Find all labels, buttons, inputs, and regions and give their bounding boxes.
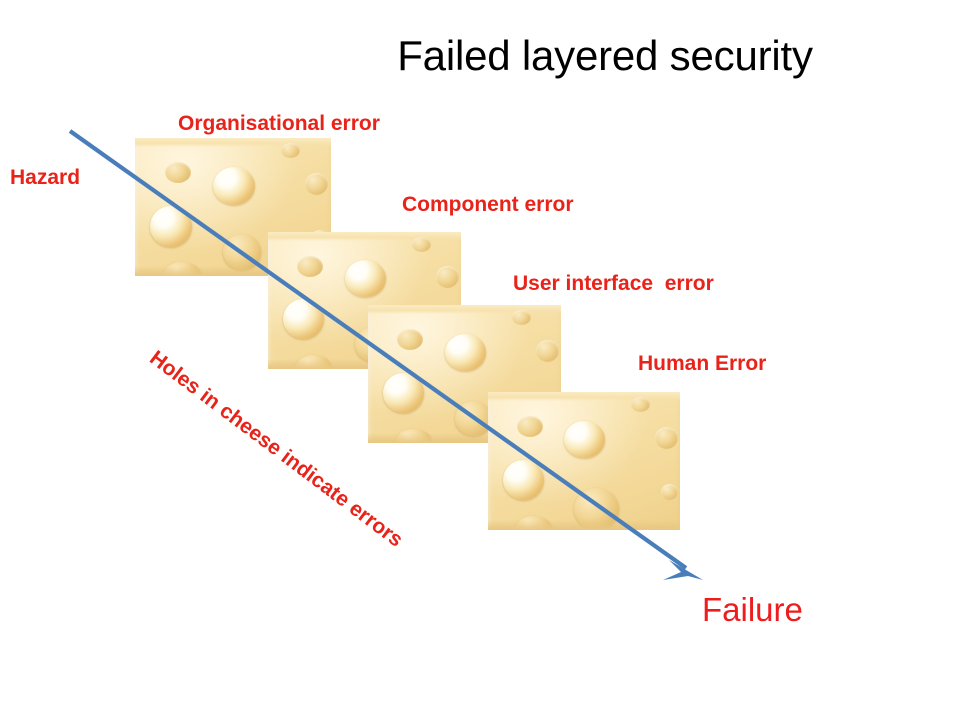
cheese-hole bbox=[517, 416, 543, 437]
cheese-hole bbox=[436, 266, 459, 288]
cheese-hole bbox=[515, 516, 552, 530]
cheese-hole bbox=[213, 167, 255, 205]
label-user-interface-error: User interface error bbox=[513, 272, 714, 295]
label-hazard: Hazard bbox=[10, 166, 81, 189]
cheese-hole bbox=[631, 397, 650, 412]
page-title: Failed layered security bbox=[397, 32, 813, 79]
cheese-hole bbox=[564, 421, 605, 458]
cheese-hole bbox=[445, 334, 486, 371]
cheese-slice-human bbox=[488, 392, 680, 530]
cheese-hole bbox=[397, 329, 423, 350]
label-organisational-error: Organisational error bbox=[178, 112, 380, 135]
cheese-hole bbox=[163, 262, 201, 276]
cheese-hole bbox=[574, 488, 619, 530]
label-component-error: Component error bbox=[402, 193, 574, 216]
cheese-hole bbox=[283, 299, 324, 339]
cheese-hole bbox=[295, 355, 332, 369]
cheese-hole bbox=[150, 206, 192, 247]
cheese-hole bbox=[512, 310, 531, 325]
cheese-hole bbox=[455, 401, 492, 436]
cheese-hole bbox=[655, 427, 678, 449]
cheese-hole bbox=[536, 340, 559, 362]
cheese-hole bbox=[383, 373, 424, 413]
cheese-hole bbox=[395, 429, 432, 443]
label-failure: Failure bbox=[702, 591, 803, 628]
cheese-hole bbox=[281, 143, 300, 158]
cheese-hole bbox=[305, 173, 328, 195]
cheese-hole bbox=[345, 260, 386, 297]
cheese-hole bbox=[503, 460, 544, 500]
cheese-hole bbox=[297, 256, 323, 277]
cheese-hole bbox=[223, 234, 261, 270]
label-human-error: Human Error bbox=[638, 352, 767, 375]
arrow-head bbox=[663, 560, 703, 580]
cheese-hole bbox=[165, 162, 191, 183]
cheese-hole bbox=[661, 484, 678, 500]
cheese-hole bbox=[412, 237, 431, 252]
